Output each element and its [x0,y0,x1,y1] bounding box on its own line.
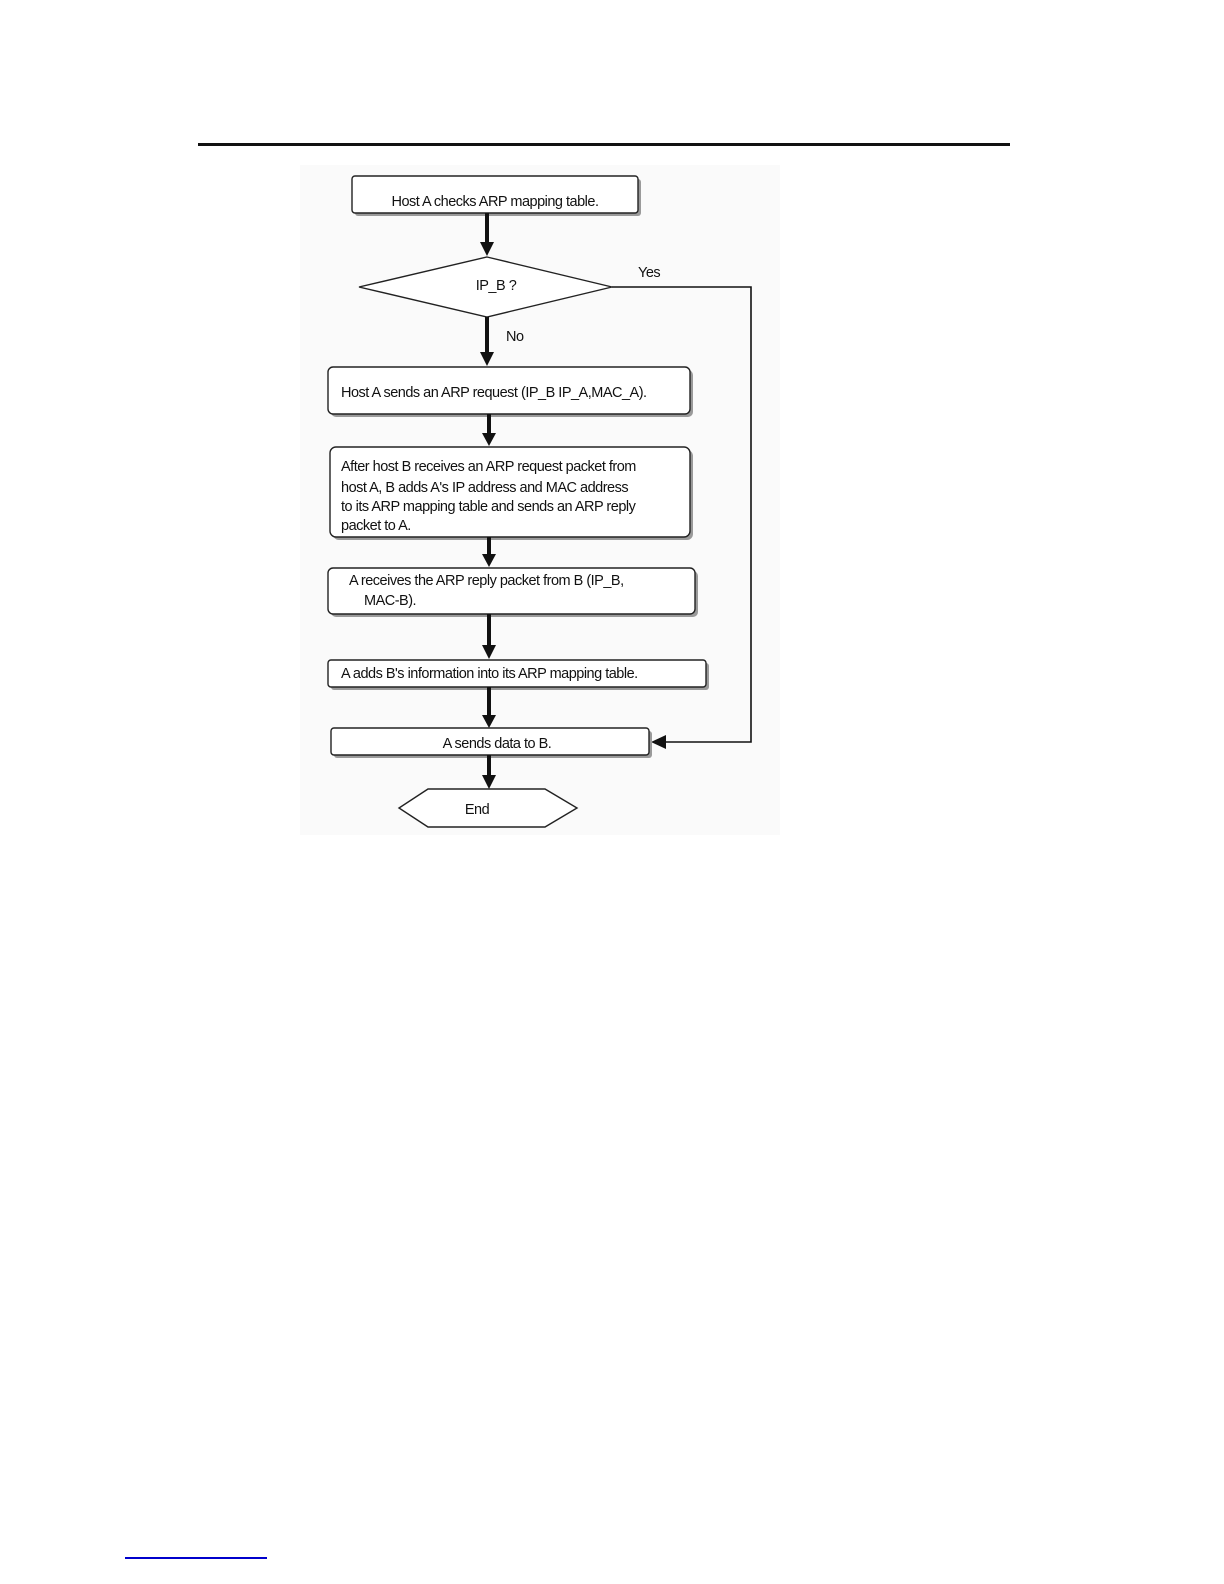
arrow-add-info-to-send-data [482,687,496,728]
process-a-receives: A receives the ARP reply packet from B (… [327,567,698,617]
process-send-request: Host A sends an ARP request (IP_B IP_A,M… [327,366,693,417]
process-send-data: A sends data to B. [330,727,652,758]
process-send-request-label: Host A sends an ARP request (IP_B IP_A,M… [341,385,647,401]
arrow-start-to-decision [480,213,494,256]
arrow-request-to-b-receives [482,414,496,446]
arrow-a-receives-to-add-info [482,614,496,659]
decision-node: IP_B ? [358,256,613,318]
arrow-decision-to-request [480,317,494,366]
process-b-receives: After host B receives an ARP request pac… [329,446,693,540]
footnote-rule [125,1557,267,1559]
end-node-label: End [465,802,490,818]
process-send-data-label: A sends data to B. [443,736,552,752]
start-node-label: Host A checks ARP mapping table. [391,194,598,210]
arrow-send-data-to-end [482,755,496,789]
decision-node-label: IP_B ? [476,278,517,294]
header-rule [198,143,1010,146]
yes-branch-connector [612,286,752,749]
process-a-receives-label: A receives the ARP reply packet from B (… [349,573,627,609]
process-add-info: A adds B's information into its ARP mapp… [327,659,709,690]
end-node: End [397,788,579,828]
arrow-b-receives-to-a-receives [482,537,496,567]
process-add-info-label: A adds B's information into its ARP mapp… [341,666,638,682]
start-node: Host A checks ARP mapping table. [351,175,641,216]
yes-label: Yes [638,265,660,281]
no-label: No [506,329,524,345]
process-b-receives-label: After host B receives an ARP request pac… [341,459,639,534]
